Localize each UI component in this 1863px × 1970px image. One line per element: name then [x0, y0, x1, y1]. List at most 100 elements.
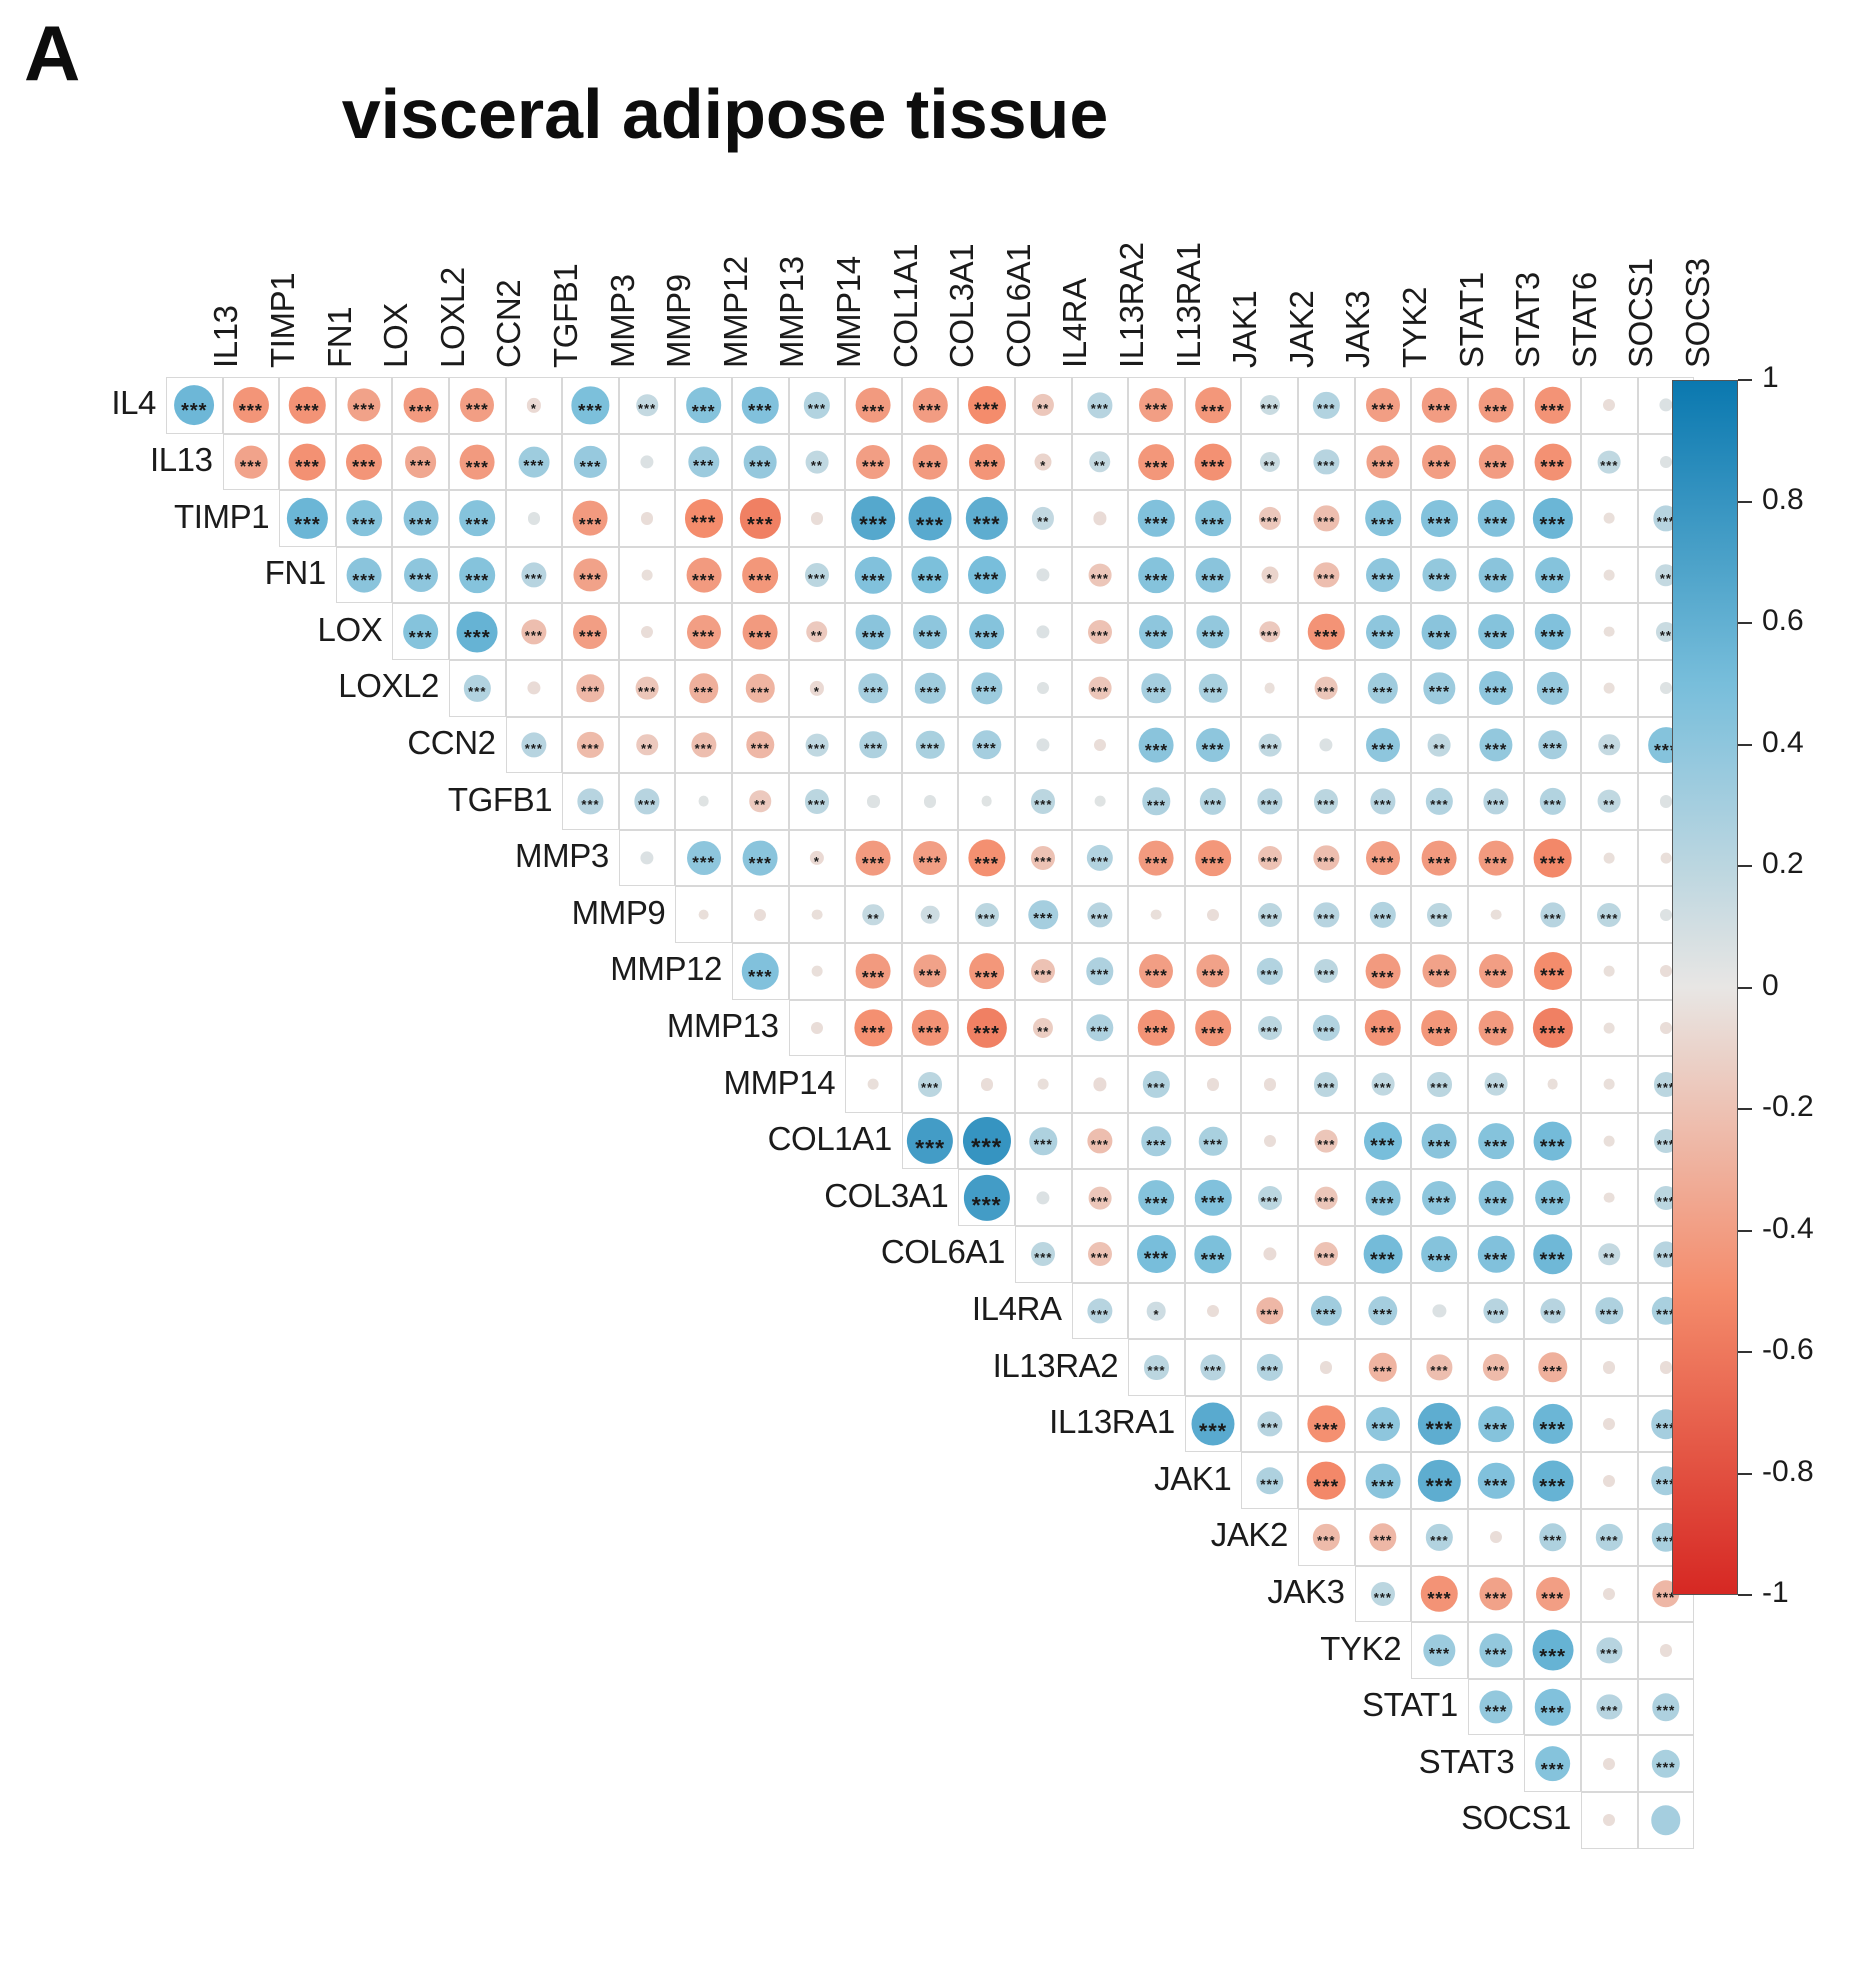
correlation-circle [1422, 558, 1457, 592]
correlation-circle [740, 498, 781, 539]
row-label: TGFB1 [447, 780, 553, 818]
matrix-cell: *** [1298, 773, 1355, 830]
correlation-circle [968, 613, 1005, 650]
correlation-circle [686, 841, 721, 876]
matrix-cell: *** [1128, 433, 1185, 491]
correlation-circle [858, 673, 889, 704]
matrix-cell [1581, 603, 1638, 660]
correlation-circle [686, 614, 721, 649]
correlation-circle [1370, 788, 1396, 815]
correlation-circle [1088, 676, 1112, 700]
matrix-cell: *** [1467, 943, 1525, 1000]
correlation-circle [635, 676, 659, 700]
matrix-cell [1581, 377, 1638, 434]
correlation-circle [810, 512, 823, 525]
correlation-circle [1313, 449, 1339, 475]
correlation-circle [859, 731, 888, 759]
correlation-circle [1037, 682, 1050, 695]
correlation-circle [1422, 954, 1457, 988]
matrix-cell: *** [1184, 829, 1242, 887]
matrix-cell [1298, 716, 1355, 774]
correlation-circle [1314, 959, 1339, 984]
matrix-cell [618, 829, 676, 887]
matrix-cell: *** [788, 546, 846, 604]
correlation-circle [346, 500, 382, 537]
matrix-cell [901, 773, 959, 830]
correlation-circle [1093, 511, 1107, 526]
correlation-circle [1603, 399, 1616, 412]
correlation-circle [1479, 671, 1514, 706]
correlation-circle [685, 387, 722, 424]
correlation-circle [1603, 569, 1615, 581]
row-label: MMP13 [666, 1006, 779, 1044]
correlation-circle [347, 388, 381, 422]
matrix-cell: *** [1524, 660, 1581, 717]
matrix-cell [618, 603, 676, 660]
correlation-circle [1533, 952, 1572, 991]
row-label: MMP12 [610, 950, 722, 988]
correlation-circle [1366, 445, 1400, 479]
colorbar-tick-label: -0.6 [1762, 1333, 1814, 1366]
correlation-circle [1367, 673, 1399, 704]
correlation-circle [1477, 500, 1515, 537]
correlation-circle [459, 500, 496, 537]
colorbar-tick [1738, 1108, 1752, 1110]
correlation-circle [577, 788, 604, 815]
matrix-cell: *** [392, 546, 449, 604]
matrix-cell: *** [1411, 999, 1468, 1057]
correlation-circle [1086, 957, 1114, 985]
correlation-circle [1088, 563, 1112, 587]
matrix-cell: * [788, 829, 846, 887]
matrix-cell [675, 886, 732, 943]
correlation-circle [1365, 727, 1400, 762]
matrix-cell [1581, 660, 1638, 717]
correlation-circle [636, 734, 658, 756]
correlation-circle [749, 790, 772, 813]
correlation-circle [1655, 621, 1676, 642]
matrix-cell [958, 1056, 1015, 1113]
matrix-cell: *** [562, 433, 619, 491]
correlation-circle [346, 557, 382, 593]
matrix-cell [618, 490, 676, 547]
correlation-circle [1427, 902, 1452, 927]
correlation-circle [1478, 840, 1514, 876]
correlation-circle [1087, 619, 1112, 644]
correlation-circle [968, 839, 1006, 877]
correlation-circle [1195, 840, 1231, 876]
matrix-cell: ** [1581, 773, 1638, 830]
matrix-cell: ** [1015, 490, 1072, 547]
correlation-circle [1428, 733, 1451, 757]
matrix-cell: *** [1128, 546, 1185, 604]
correlation-circle [571, 386, 610, 424]
matrix-cell: *** [1015, 773, 1072, 830]
matrix-cell [788, 999, 846, 1057]
matrix-cell: *** [845, 490, 902, 547]
matrix-cell: *** [1298, 546, 1355, 604]
correlation-circle [459, 444, 495, 480]
matrix-cell: * [1241, 546, 1298, 604]
correlation-circle [1257, 1015, 1282, 1040]
correlation-circle [1532, 1007, 1573, 1049]
correlation-circle [289, 443, 326, 481]
row-label: JAK1 [1154, 1459, 1232, 1497]
correlation-circle [967, 386, 1006, 425]
matrix-cell: *** [1184, 546, 1242, 604]
correlation-circle [641, 512, 654, 525]
correlation-circle [918, 1072, 943, 1097]
correlation-circle [404, 445, 437, 478]
correlation-circle [518, 446, 550, 478]
correlation-circle [1032, 507, 1055, 530]
matrix-cell: *** [1128, 829, 1185, 887]
matrix-cell: *** [901, 603, 959, 660]
correlation-circle [1483, 788, 1509, 815]
matrix-cell: *** [505, 603, 563, 660]
correlation-circle [1537, 730, 1568, 760]
correlation-circle [809, 681, 824, 696]
matrix-cell: *** [1524, 943, 1581, 1000]
correlation-circle [1313, 902, 1339, 928]
colorbar-tick [1738, 743, 1752, 746]
matrix-cell: *** [1354, 716, 1412, 774]
matrix-cell [788, 886, 846, 943]
matrix-cell: *** [1298, 943, 1355, 1000]
